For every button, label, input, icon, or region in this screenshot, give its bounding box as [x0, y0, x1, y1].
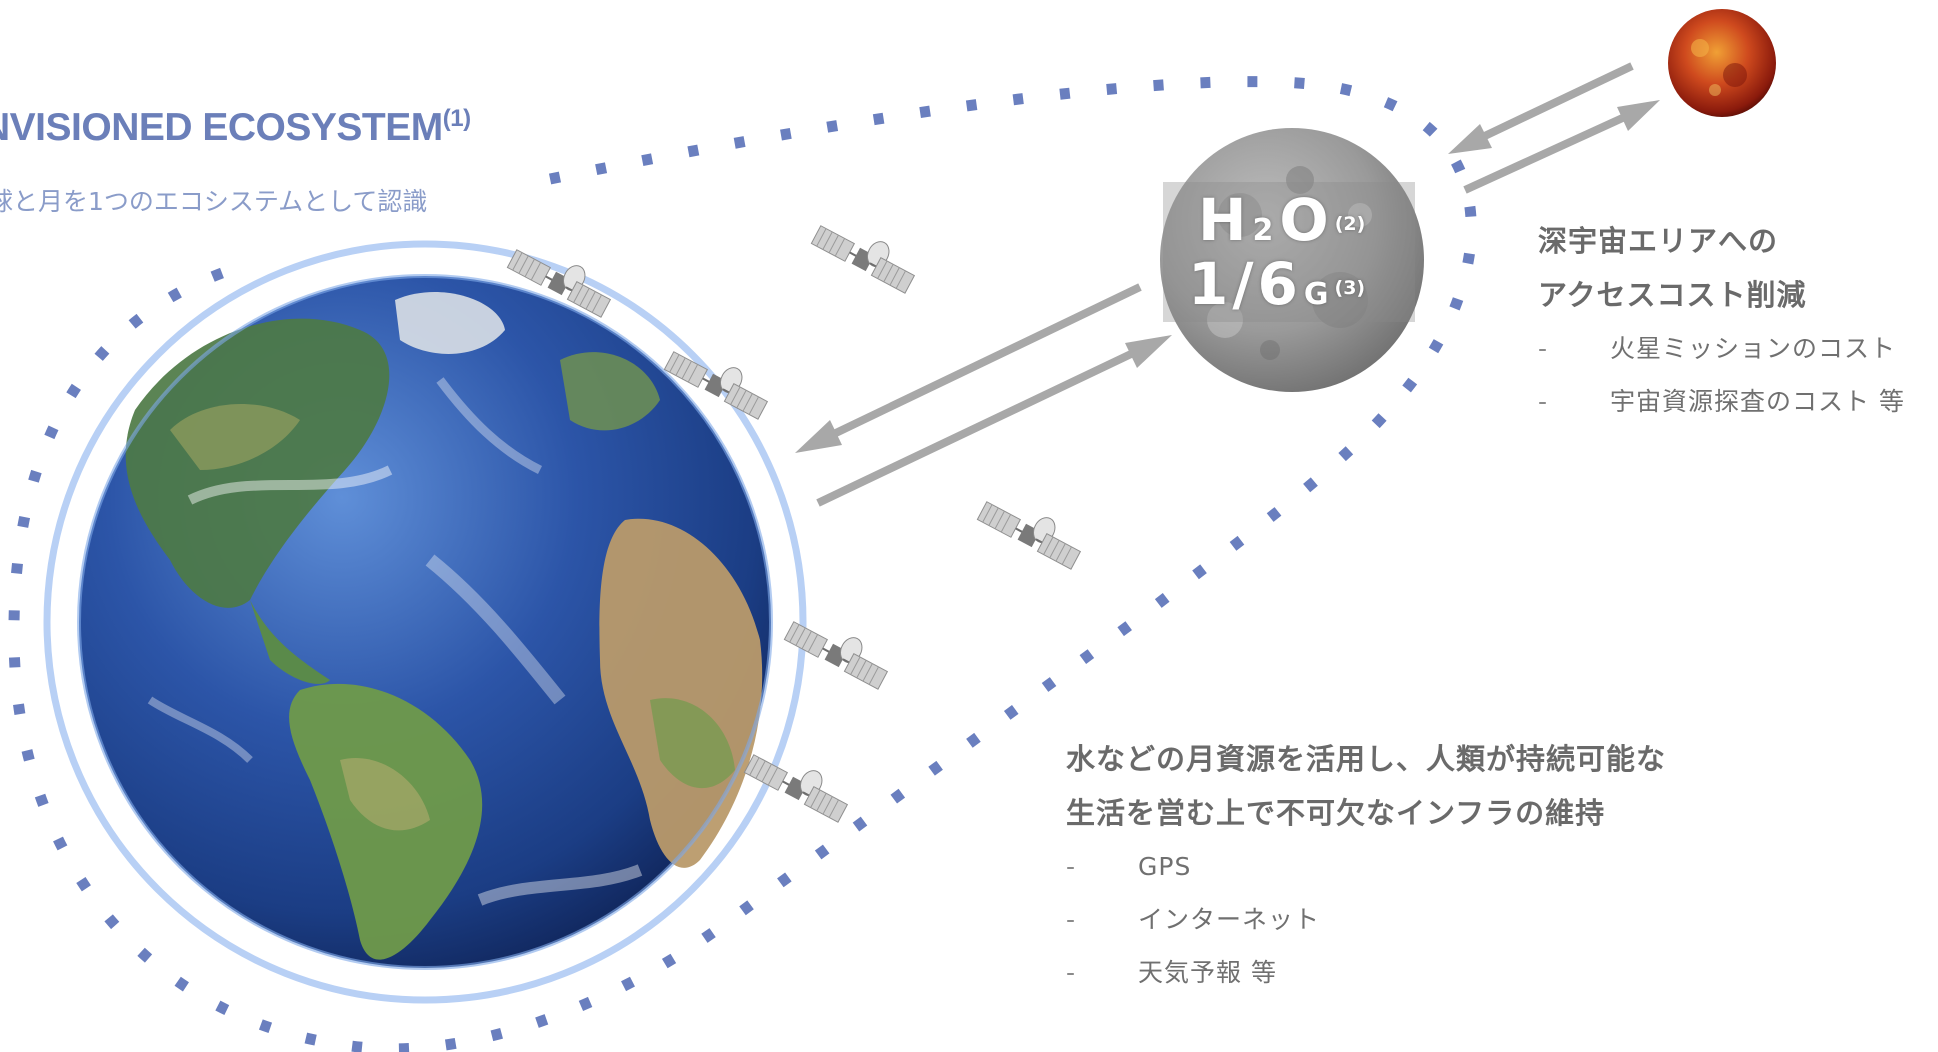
deep-space-heading-line1: 深宇宙エリアへの	[1538, 224, 1779, 258]
deep-space-heading-line2: アクセスコスト削減	[1538, 278, 1807, 312]
satellite-icon-6	[743, 740, 856, 824]
ecosystem-title-footnote: (1)	[442, 105, 471, 132]
infrastructure-item-text: 天気予報 等	[1138, 958, 1277, 987]
deep-space-block: 深宇宙エリアへの アクセスコスト削減 - 火星ミッションのコスト - 宇宙資源探査の…	[1538, 214, 1905, 428]
bullet-dash: -	[1538, 387, 1549, 416]
earth-moon-arrows	[795, 283, 1172, 507]
moon-mars-arrows	[1448, 62, 1660, 194]
deep-space-item-text: 火星ミッションのコスト	[1610, 334, 1897, 363]
infrastructure-item: - インターネット	[1066, 893, 1666, 946]
moon-icon	[1160, 128, 1424, 392]
satellite-icon-4	[976, 487, 1089, 571]
bullet-dash: -	[1538, 334, 1549, 363]
infrastructure-item-text: インターネット	[1138, 905, 1321, 934]
moon-gravity-six: 6	[1257, 250, 1298, 318]
infrastructure-item: - 天気予報 等	[1066, 946, 1666, 999]
deep-space-item-text: 宇宙資源探査のコスト 等	[1610, 387, 1905, 416]
deep-space-item: - 火星ミッションのコスト	[1538, 322, 1905, 375]
bullet-dash: -	[1066, 958, 1077, 987]
moon-h2o-subscript: 2	[1252, 213, 1274, 248]
infrastructure-heading-line2: 生活を営む上で不可欠なインフラの維持	[1066, 796, 1606, 830]
infrastructure-heading-line1: 水などの月資源を活用し、人類が持続可能な	[1066, 742, 1667, 776]
moon-h2o-footnote: (2)	[1334, 213, 1366, 235]
ecosystem-title: NVISIONED ECOSYSTEM(1)	[0, 105, 471, 150]
earth-globe-icon	[43, 240, 807, 1004]
mars-icon	[1668, 9, 1776, 117]
ecosystem-dotted-boundary	[8, 76, 1477, 1052]
infrastructure-item: - GPS	[1066, 840, 1666, 893]
moon-gravity-footnote: (3)	[1334, 277, 1366, 299]
infrastructure-block: 水などの月資源を活用し、人類が持続可能な 生活を営む上で不可欠なインフラの維持 …	[1066, 732, 1666, 999]
bullet-dash: -	[1066, 905, 1077, 934]
deep-space-item: - 宇宙資源探査のコスト 等	[1538, 375, 1905, 428]
satellite-icon-3	[810, 211, 923, 295]
ecosystem-title-text: NVISIONED ECOSYSTEM	[0, 106, 443, 149]
moon-o-letter: O	[1279, 186, 1329, 254]
moon-h-letter: H	[1198, 186, 1247, 254]
moon-gravity-slash: /	[1232, 250, 1254, 318]
earth-orbit-ring	[43, 240, 807, 1004]
bullet-dash: -	[1066, 852, 1077, 881]
moon-gravity-g: G	[1303, 277, 1329, 312]
ecosystem-subtitle: 球と月を1つのエコシステムとして認識	[0, 187, 428, 216]
moon-gravity-one: 1	[1188, 250, 1229, 318]
infrastructure-item-text: GPS	[1138, 852, 1192, 881]
